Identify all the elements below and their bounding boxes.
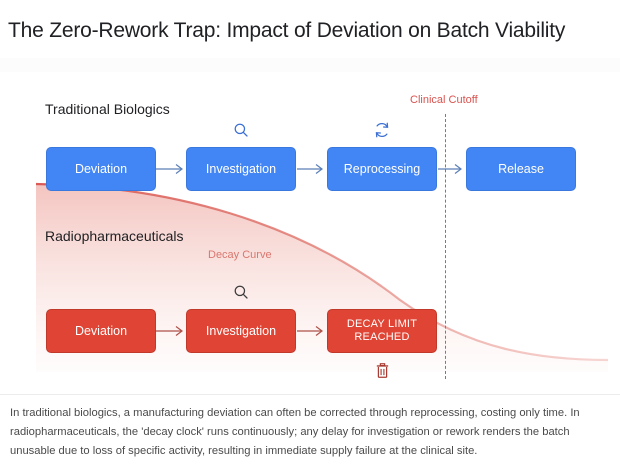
arrow-traditional-3 [438,147,466,191]
lane-label-traditional: Traditional Biologics [45,101,170,117]
node-traditional-release[interactable]: Release [466,147,576,191]
node-traditional-deviation[interactable]: Deviation [46,147,156,191]
arrow-traditional-1 [156,147,187,191]
clinical-cutoff-label: Clinical Cutoff [410,94,478,106]
arrow-traditional-2 [297,147,327,191]
node-traditional-investigation[interactable]: Investigation [186,147,296,191]
arrow-radio-1 [156,309,187,353]
footer-caption: In traditional biologics, a manufacturin… [10,407,580,457]
decay-curve-label: Decay Curve [208,249,272,261]
search-icon [228,117,254,143]
header-divider-band [0,58,620,72]
node-radio-deviation[interactable]: Deviation [46,309,156,353]
refresh-icon [369,117,395,143]
node-radio-investigation[interactable]: Investigation [186,309,296,353]
page-title: The Zero-Rework Trap: Impact of Deviatio… [8,19,566,42]
search-icon [228,279,254,305]
arrow-radio-2 [297,309,327,353]
lane-label-radiopharmaceuticals: Radiopharmaceuticals [45,228,184,244]
trash-icon [369,357,395,383]
diagram-canvas: Traditional Biologics Radiopharmaceutica… [0,72,620,394]
node-traditional-reprocessing[interactable]: Reprocessing [327,147,437,191]
footer-divider [0,394,620,395]
clinical-cutoff-line [445,114,446,379]
node-radio-decay-limit[interactable]: DECAY LIMIT REACHED [327,309,437,353]
